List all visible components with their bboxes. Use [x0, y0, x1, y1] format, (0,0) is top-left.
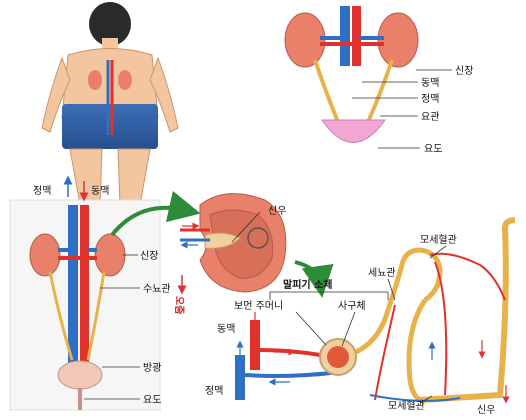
nephron-diagram [235, 217, 516, 404]
label-vein-top: 정맥 [421, 93, 439, 105]
label-vein-nephron: 정맥 [205, 385, 223, 397]
flow-arrow-1 [110, 190, 201, 237]
label-kidney-top: 신장 [455, 65, 473, 77]
label-urethra-bl: 요도 [143, 395, 161, 406]
top-kidney-diagram [284, 6, 452, 149]
label-artery-nephron: 동맥 [217, 323, 235, 335]
label-artery-top: 동맥 [421, 77, 439, 89]
human-back-figure [41, 2, 179, 206]
label-kidney-bl: 신장 [140, 250, 158, 262]
label-urethra-top: 요도 [424, 144, 442, 155]
label-capillary-bottom: 모세혈관 [388, 399, 425, 412]
label-bladder-bl: 방광 [143, 362, 161, 374]
label-urine-bl: 오줌 [173, 296, 185, 314]
label-vein-bl: 정맥 [33, 185, 51, 197]
label-renal-tubule: 세뇨관 [368, 267, 396, 279]
label-capillary-top: 모세혈관 [420, 233, 457, 246]
bottom-urinary-diagram [9, 175, 187, 411]
label-ureter-top: 요관 [421, 111, 439, 123]
label-glomerulus: 사구체 [338, 300, 366, 312]
label-renal-pelvis-nephron: 신우 [477, 404, 495, 416]
label-malpighian-body: 말피기 소체 [283, 278, 332, 291]
label-renal-pelvis-mid: 신우 [268, 205, 286, 217]
kidney-cross-section [180, 193, 287, 293]
label-artery-bl: 동맥 [91, 185, 109, 197]
kidney-icon-right [118, 70, 132, 90]
kidney-icon-left [88, 70, 102, 90]
flow-arrow-2 [294, 260, 334, 298]
glomerulus [327, 346, 349, 368]
label-bowman-capsule: 보먼 주머니 [234, 300, 283, 312]
label-ureter-bl: 수뇨관 [143, 283, 171, 295]
